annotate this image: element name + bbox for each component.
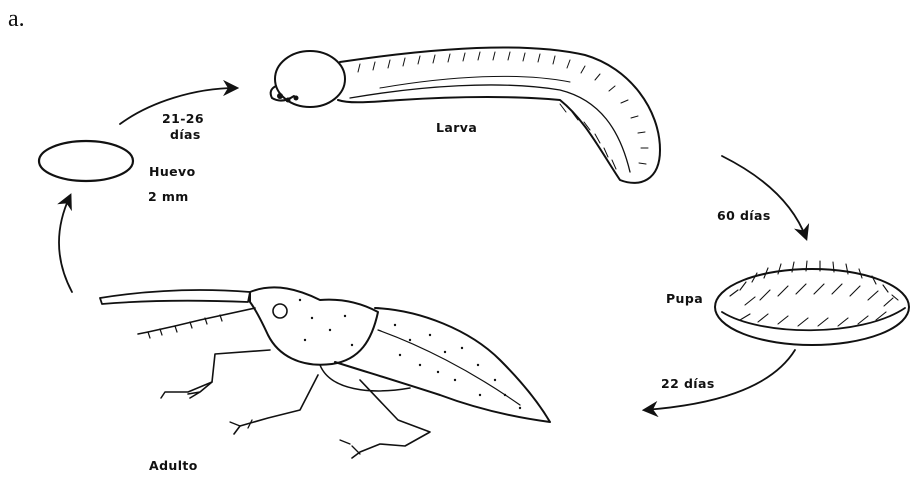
arrow-adult-to-egg: [59, 196, 72, 292]
arrow-larva-to-pupa: [722, 156, 806, 238]
egg-label: Huevo: [149, 164, 196, 179]
egg-to-larva-duration-range: 21-26: [162, 111, 204, 126]
larva-label: Larva: [436, 120, 477, 135]
larva-illustration: [271, 47, 660, 182]
adult-illustration: [100, 287, 550, 458]
egg-illustration: [39, 141, 133, 181]
egg-to-larva-duration-unit: días: [170, 127, 201, 142]
pupa-to-adult-duration: 22 días: [661, 376, 715, 391]
larva-to-pupa-duration: 60 días: [717, 208, 771, 223]
pupa-illustration: [715, 261, 909, 345]
pupa-label: Pupa: [666, 291, 703, 306]
egg-size-label: 2 mm: [148, 189, 189, 204]
adult-label: Adulto: [149, 458, 198, 473]
